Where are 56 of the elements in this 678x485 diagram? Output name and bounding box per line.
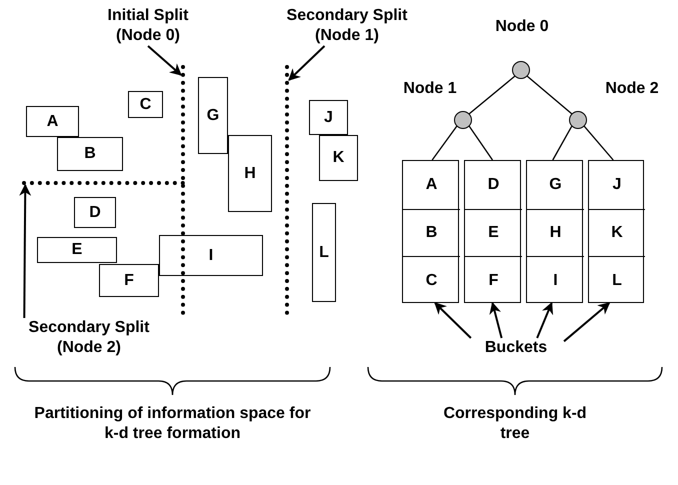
data-rectangle: A <box>26 106 79 137</box>
data-rectangle: C <box>128 91 163 118</box>
caption: Partitioning of information space for k-d tree formation <box>33 404 312 444</box>
bucket-cell: E <box>465 208 522 256</box>
tree-edge <box>526 76 572 114</box>
bucket-box <box>588 160 644 303</box>
dotted-split-line <box>22 181 185 185</box>
dotted-split-line <box>181 65 185 315</box>
bucket-box <box>464 160 521 303</box>
data-rectangle: I <box>159 235 263 276</box>
bucket-cell: H <box>527 208 584 256</box>
bucket-cell: G <box>527 161 584 209</box>
bucket-cell: C <box>403 256 460 304</box>
tree-node-circle <box>569 111 587 129</box>
arrow <box>288 45 326 81</box>
bucket-cell: D <box>465 161 522 209</box>
node-label: Node 0 <box>494 17 550 37</box>
tree-node-circle <box>454 111 472 129</box>
data-rectangle: L <box>312 203 336 302</box>
text-label: Initial Split (Node 0) <box>88 6 208 46</box>
dotted-split-line <box>285 65 289 315</box>
caption: Corresponding k-d tree <box>442 404 588 444</box>
bucket-cell: B <box>403 208 460 256</box>
bucket-cell: A <box>403 161 460 209</box>
data-rectangle: E <box>37 237 117 263</box>
bucket-box <box>526 160 583 303</box>
data-rectangle: H <box>228 135 272 212</box>
bucket-cell: J <box>589 161 645 209</box>
arrow <box>563 302 610 342</box>
text-label: Secondary Split (Node 1) <box>272 6 422 46</box>
text-label: Secondary Split (Node 2) <box>6 318 172 360</box>
bucket-cell: F <box>465 256 522 304</box>
node-label: Node 1 <box>402 79 458 99</box>
data-rectangle: F <box>99 264 159 297</box>
arrow <box>434 302 472 339</box>
bucket-box <box>402 160 459 303</box>
data-rectangle: G <box>198 77 228 154</box>
data-rectangle: J <box>309 100 348 135</box>
text-label: Buckets <box>468 338 564 360</box>
arrow <box>489 302 503 338</box>
data-rectangle: D <box>74 197 116 228</box>
arrow <box>19 184 32 318</box>
tree-edge <box>552 126 572 160</box>
arrow <box>536 302 554 338</box>
tree-edge <box>468 76 516 114</box>
node-label: Node 2 <box>604 79 660 99</box>
arrow <box>147 45 182 76</box>
tree-edge <box>584 126 614 160</box>
bucket-cell: L <box>589 256 645 304</box>
data-rectangle: B <box>57 137 123 171</box>
tree-edge <box>468 126 494 160</box>
tree-node-circle <box>512 61 530 79</box>
bucket-cell: K <box>589 208 645 256</box>
bucket-cell: I <box>527 256 584 304</box>
data-rectangle: K <box>319 135 358 181</box>
tree-edge <box>432 126 458 160</box>
